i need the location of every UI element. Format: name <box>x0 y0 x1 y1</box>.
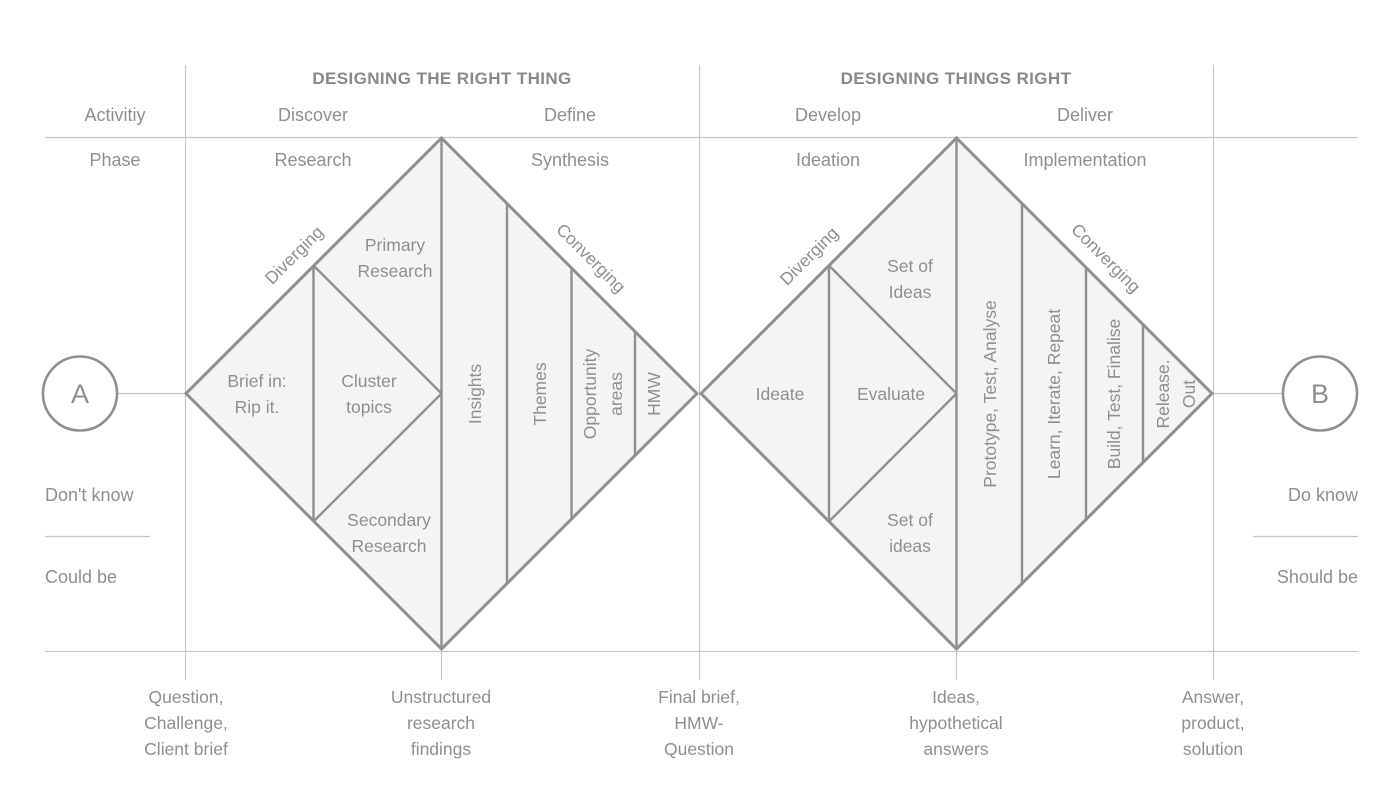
milestone-line: research <box>406 713 476 733</box>
diamond2-ideas-top-line2: Ideas <box>888 282 932 302</box>
diamond1-inner-lines <box>312 138 637 649</box>
phase-research: Research <box>274 150 352 170</box>
diamond2-set-of-ideas-top-label: Set of Ideas <box>887 253 933 305</box>
state-do-know: Do know <box>1287 485 1358 505</box>
state-dont-know: Don't know <box>45 485 134 505</box>
row-label-activity: Activitiy <box>84 105 146 125</box>
activity-discover: Discover <box>277 105 349 125</box>
diamond2-release-out-label: Release. Out <box>1150 359 1202 428</box>
milestone-line: Final brief, <box>658 687 740 707</box>
diamond1-primary-line2: Research <box>357 261 433 281</box>
milestone-client-brief: Question, Challenge, Client brief <box>144 684 228 762</box>
row-label-phase: Phase <box>89 150 141 170</box>
diamond2-inner-lines <box>827 138 1145 649</box>
milestone-line: hypothetical <box>909 713 1003 733</box>
milestone-line: Client brief <box>144 739 228 759</box>
endpoint-b-label: B <box>1310 379 1330 409</box>
diamond1-brief-label: Brief in: Rip it. <box>227 368 286 420</box>
section-title-right: DESIGNING THINGS RIGHT <box>840 69 1072 88</box>
phase-ideation: Ideation <box>795 150 861 170</box>
phase-synthesis: Synthesis <box>530 150 610 170</box>
diamond1-opportunity-line2: areas <box>606 372 626 416</box>
diamond2-evaluate-label: Evaluate <box>856 384 926 404</box>
diamond1-themes-label: Themes <box>530 362 550 426</box>
circle-b <box>1281 355 1359 432</box>
milestone-line: product, <box>1181 713 1245 733</box>
milestone-line: HMW- <box>674 713 724 733</box>
diamond2-release-line2: Out <box>1179 379 1199 409</box>
diamond1-opportunity-areas-label: Opportunity areas <box>577 349 629 439</box>
diamond2-build-label: Build, Test, Finalise <box>1104 318 1124 470</box>
activity-develop: Develop <box>794 105 862 125</box>
milestone-final-brief: Final brief, HMW- Question <box>658 684 740 762</box>
diamond1-cluster-topics-label: Cluster topics <box>341 368 396 420</box>
diamond1-opportunity-line1: Opportunity <box>580 348 600 440</box>
milestone-line: solution <box>1182 739 1244 759</box>
milestone-solution: Answer, product, solution <box>1181 684 1244 762</box>
diamond1-hmw-label: HMW <box>644 372 664 416</box>
milestone-line: Question, <box>148 687 224 707</box>
diamond1-brief-line2: Rip it. <box>234 397 280 417</box>
section-title-left: DESIGNING THE RIGHT THING <box>312 69 572 88</box>
diamond1-secondary-line1: Secondary <box>347 510 431 530</box>
phase-implementation: Implementation <box>1023 150 1147 170</box>
diamond1-secondary-line2: Research <box>351 536 427 556</box>
diamond2-ideate-label: Ideate <box>755 384 805 404</box>
milestone-line: Challenge, <box>144 713 228 733</box>
milestone-line: findings <box>410 739 472 759</box>
milestone-research-findings: Unstructured research findings <box>391 684 491 762</box>
activity-define: Define <box>543 105 597 125</box>
diamond2-ideas-top-line1: Set of <box>887 256 933 276</box>
milestone-line: answers <box>923 739 989 759</box>
circle-a <box>41 355 119 432</box>
diamond1-cluster-line1: Cluster <box>341 371 397 391</box>
diamond1-brief-line1: Brief in: <box>227 371 287 391</box>
milestone-line: Question <box>663 739 735 759</box>
activity-deliver: Deliver <box>1056 105 1114 125</box>
milestone-line: Unstructured <box>390 687 492 707</box>
diamond2-ideas-bottom-line1: Set of <box>887 510 933 530</box>
diamond1-primary-research-label: Primary Research <box>358 232 433 284</box>
diamond2-ideas-bottom-line2: ideas <box>889 536 931 556</box>
endpoint-a-label: A <box>70 379 90 409</box>
state-could-be: Could be <box>45 567 118 587</box>
diamond2-set-of-ideas-bottom-label: Set of ideas <box>887 507 933 559</box>
grid-lines <box>45 65 1358 680</box>
diamond1-primary-line1: Primary <box>364 235 426 255</box>
state-should-be: Should be <box>1276 567 1358 587</box>
milestone-line: Answer, <box>1181 687 1245 707</box>
diamond2-prototype-label: Prototype, Test, Analyse <box>980 300 1000 488</box>
diamond1-insights-label: Insights <box>465 363 485 425</box>
diamond1-cluster-line2: topics <box>346 397 392 417</box>
milestone-line: Ideas, <box>932 687 980 707</box>
diamond1-secondary-research-label: Secondary Research <box>347 507 431 559</box>
milestone-hypothetical-answers: Ideas, hypothetical answers <box>909 684 1002 762</box>
diamond2-learn-label: Learn, Iterate, Repeat <box>1044 308 1064 480</box>
diamond2-release-line1: Release. <box>1153 359 1173 429</box>
